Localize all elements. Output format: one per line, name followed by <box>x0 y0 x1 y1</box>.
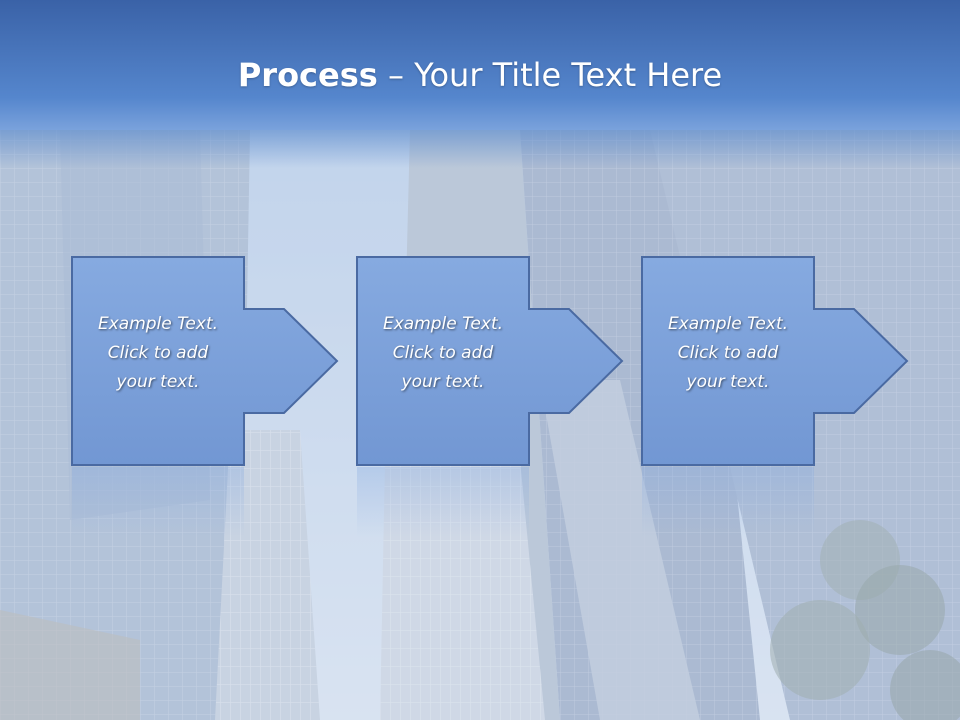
process-step-arrow-3[interactable] <box>641 256 909 466</box>
page-title-rest: – Your Title Text Here <box>377 56 723 94</box>
page-title-bold: Process <box>237 56 378 94</box>
process-step-text-1[interactable]: Example Text. Click to add your text. <box>72 310 244 397</box>
step-text-line2: Click to add <box>392 343 494 363</box>
step-text-line2: Click to add <box>107 343 209 363</box>
step-reflection <box>642 467 814 537</box>
step-text-line3: your text. <box>401 372 485 392</box>
process-step-text-3[interactable]: Example Text. Click to add your text. <box>642 310 814 397</box>
page-title: Process – Your Title Text Here <box>0 52 960 98</box>
process-step-text-2[interactable]: Example Text. Click to add your text. <box>357 310 529 397</box>
step-text-line3: your text. <box>116 372 200 392</box>
step-text-line2: Click to add <box>677 343 779 363</box>
step-text-line1: Example Text. <box>667 314 789 334</box>
step-text-line3: your text. <box>686 372 770 392</box>
process-step-arrow-1[interactable] <box>71 256 339 466</box>
step-reflection <box>72 467 244 537</box>
step-text-line1: Example Text. <box>382 314 504 334</box>
step-reflection <box>357 467 529 537</box>
process-step-arrow-2[interactable] <box>356 256 624 466</box>
step-text-line1: Example Text. <box>97 314 219 334</box>
